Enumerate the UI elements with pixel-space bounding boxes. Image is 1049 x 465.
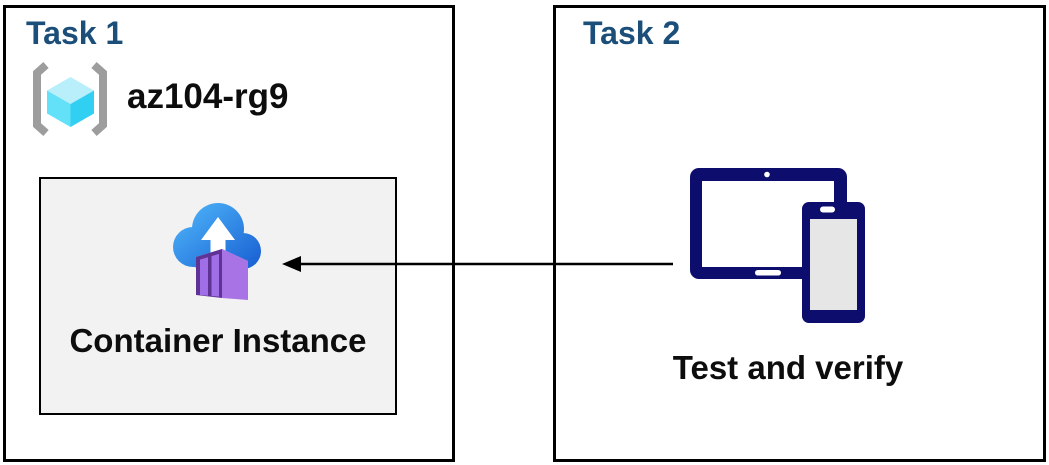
test-and-verify-label: Test and verify <box>672 349 904 386</box>
resource-group-name: az104-rg9 <box>127 77 289 116</box>
flow-arrow-icon <box>282 256 673 272</box>
task1-title: Task 1 <box>26 15 124 51</box>
container-instance-label: Container Instance <box>69 322 367 359</box>
container-instance-icon <box>173 203 261 300</box>
tablet-phone-icon <box>690 168 865 323</box>
resource-group-icon <box>33 62 107 136</box>
task2-title: Task 2 <box>583 15 681 51</box>
